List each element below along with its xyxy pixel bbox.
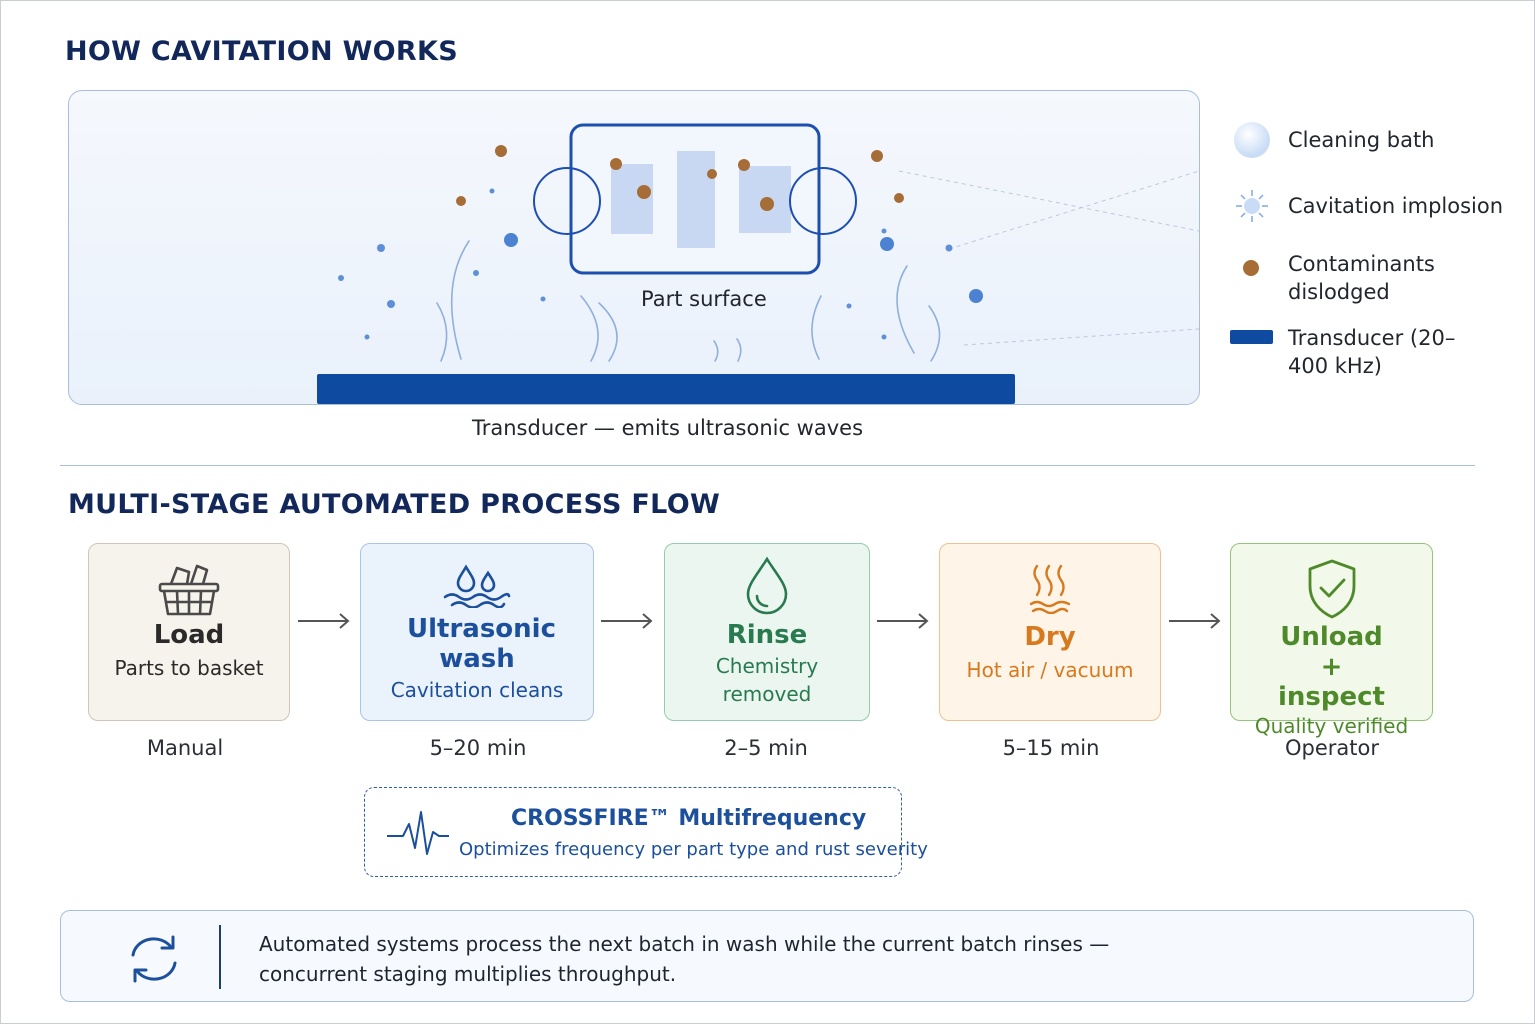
part-surface — [533, 123, 857, 275]
crossfire-title: CROSSFIRE™ Multifrequency — [511, 806, 867, 831]
section-title-cavitation: HOW CAVITATION WORKS — [65, 36, 458, 67]
arrow-right-icon — [601, 613, 653, 629]
waveform-icon — [387, 811, 449, 855]
stage-subtitle: Quality verified — [1254, 714, 1409, 738]
note-separator — [219, 925, 221, 989]
stage-subtitle: Parts to basket — [114, 656, 264, 680]
legend: Cleaning bath Cavitation implosion Conta… — [1230, 120, 1530, 400]
stage-unload-inspect: Unload + inspect Quality verified — [1230, 543, 1433, 738]
note-line-2: concurrent staging multiplies throughput… — [259, 962, 677, 986]
stage-time-load: Manual — [146, 736, 224, 760]
stage-subtitle: Cavitation cleans — [390, 678, 564, 702]
note-text: Automated systems process the next batch… — [259, 929, 1109, 989]
shield-check-icon — [1308, 559, 1355, 619]
stage-time-rinse: 2–5 min — [724, 736, 808, 760]
arrow-right-icon — [877, 613, 929, 629]
stage-dry: Dry Hot air / vacuum — [939, 543, 1161, 721]
stage-title: Dry — [1024, 622, 1076, 652]
stage-load: Load Parts to basket — [88, 543, 290, 721]
transducer-caption: Transducer — emits ultrasonic waves — [472, 416, 864, 440]
heat-waves-icon — [1029, 564, 1071, 614]
transducer-bar-icon — [1230, 330, 1273, 344]
transducer-bar — [317, 374, 1015, 404]
arrow-right-icon — [1169, 613, 1221, 629]
legend-label: Cavitation implosion — [1288, 194, 1504, 218]
legend-label: Cleaning bath — [1288, 128, 1435, 152]
cycle-arrows-icon — [131, 935, 177, 983]
cavitation-illustration — [317, 123, 1199, 404]
part-surface-label: Part surface — [641, 287, 767, 311]
stage-subtitle: Chemistry removed — [715, 654, 819, 706]
bubbles — [338, 188, 953, 340]
stage-time-wash: 5–20 min — [429, 736, 527, 760]
stage-title: Load — [153, 620, 225, 650]
stage-subtitle: Hot air / vacuum — [966, 658, 1134, 682]
stage-time-dry: 5–15 min — [1002, 736, 1100, 760]
burst-icon — [1236, 190, 1268, 222]
particle-icon — [1243, 260, 1259, 276]
bubble-icon — [1234, 122, 1270, 158]
legend-label: Contaminants dislodged — [1288, 252, 1435, 304]
legend-label: Transducer (20–400 kHz) — [1288, 326, 1456, 378]
section-divider — [60, 465, 1475, 466]
crossfire-callout: CROSSFIRE™ Multifrequency Optimizes freq… — [364, 787, 928, 877]
stage-title: Ultrasonic wash — [407, 614, 556, 674]
droplet-icon — [746, 556, 788, 615]
leader-lines — [898, 170, 1199, 346]
droplets-waves-icon — [443, 564, 511, 608]
contaminants — [456, 145, 904, 206]
section-title-process: MULTI-STAGE AUTOMATED PROCESS FLOW — [68, 489, 721, 520]
stage-title: Rinse — [726, 620, 808, 650]
large-bubbles — [504, 233, 983, 303]
stage-rinse: Rinse Chemistry removed — [664, 543, 870, 721]
arrow-right-icon — [298, 613, 350, 629]
basket-icon — [158, 564, 220, 616]
stage-time-unload: Operator — [1285, 736, 1379, 760]
wave-lines — [436, 240, 941, 362]
note-line-1: Automated systems process the next batch… — [259, 932, 1110, 956]
throughput-note: Automated systems process the next batch… — [60, 910, 1474, 1002]
stage-ultrasonic-wash: Ultrasonic wash Cavitation cleans — [360, 543, 594, 721]
cleaning-tank: Part surface — [68, 90, 1200, 405]
stage-title: Unload + inspect — [1278, 622, 1385, 712]
crossfire-subtitle: Optimizes frequency per part type and ru… — [459, 839, 928, 860]
